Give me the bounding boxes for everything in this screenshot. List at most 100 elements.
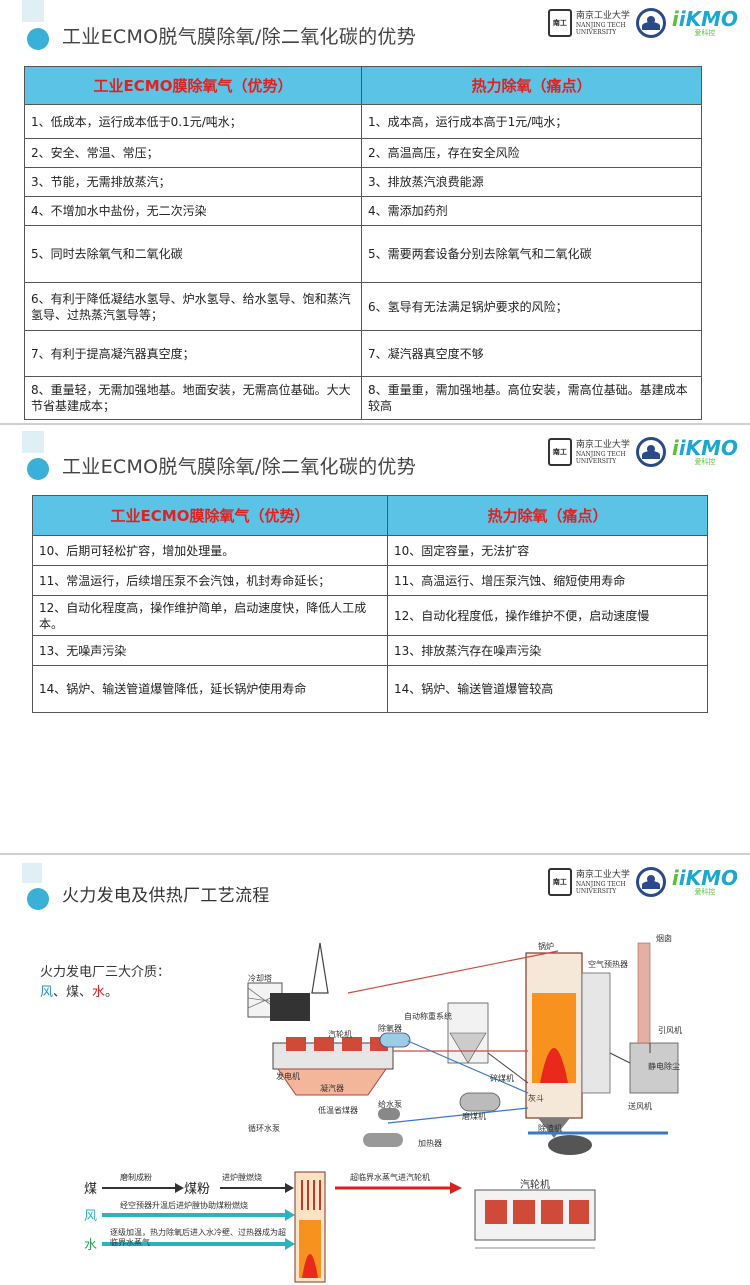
- cell-painpoint: 8、重量重，需加强地基。高位安装，需高位基础。基建成本较高: [361, 376, 702, 420]
- cell-advantage: 6、有利于降低凝结水氢导、炉水氢导、给水氢导、饱和蒸汽氢导、过热蒸汽氢导等；: [24, 282, 362, 331]
- diagram-label: 自动称重系统: [404, 1012, 452, 1021]
- ikmo-logo: iiKMO 爱科控: [671, 7, 738, 37]
- plant-diagram-svg: [247, 942, 679, 1155]
- cell-advantage: 12、自动化程度高，操作维护简单，启动速度快，降低人工成本。: [32, 595, 388, 636]
- title-bullet-dot: [27, 458, 49, 480]
- slag-tank-shape: [548, 1135, 592, 1155]
- flow-wind-label: 风: [84, 1209, 98, 1224]
- diagram-label: 静电除尘: [648, 1062, 680, 1071]
- cell-advantage: 14、锅炉、输送管道爆管降低，延长锅炉使用寿命: [32, 665, 388, 713]
- cell-painpoint: 2、高温高压，存在安全风险: [361, 138, 702, 168]
- precipitator-shape: [629, 1042, 679, 1094]
- cell-advantage: 7、有利于提高凝汽器真空度；: [24, 330, 362, 377]
- plant-process-diagram: 冷却塔 汽轮机 发电机 凝汽器 自动称重系统 磨煤机 除氧器 加热器 引风机 静…: [228, 933, 698, 1163]
- cell-advantage: 5、同时去除氧气和二氧化碳: [24, 225, 362, 283]
- pump-shape: [378, 1108, 400, 1120]
- cell-advantage: 3、节能，无需排放蒸汽；: [24, 167, 362, 197]
- header-advantage: 工业ECMO膜除氧气（优势）: [24, 66, 362, 105]
- flow-tofurnace-label: 进炉膛燃烧: [222, 1173, 262, 1182]
- seal-logo-icon: [635, 437, 666, 467]
- table-row: 10、后期可轻松扩容，增加处理量。10、固定容量，无法扩容: [32, 535, 708, 566]
- table-row: 8、重量轻，无需加强地基。地面安装，无需高位基础。大大节省基建成本；8、重量重，…: [24, 376, 702, 420]
- diagram-label: 送风机: [628, 1102, 652, 1111]
- decor-square: [22, 0, 44, 22]
- title-bullet-dot: [27, 28, 49, 50]
- cell-advantage: 10、后期可轻松扩容，增加处理量。: [32, 535, 388, 566]
- njtech-emblem-icon: 南工: [547, 868, 572, 896]
- diagram-label: 碎煤机: [490, 1074, 514, 1083]
- cell-painpoint: 3、排放蒸汽浪费能源: [361, 167, 702, 197]
- table-row: 2、安全、常温、常压；2、高温高压，存在安全风险: [24, 138, 702, 168]
- header-painpoint: 热力除氧（痛点）: [387, 495, 708, 536]
- diagram-label: 低温省煤器: [318, 1106, 358, 1115]
- header-painpoint: 热力除氧（痛点）: [361, 66, 702, 105]
- comparison-table: 工业ECMO膜除氧气（优势） 热力除氧（痛点） 1、低成本，运行成本低于0.1元…: [24, 66, 702, 420]
- table-row: 11、常温运行，后续增压泵不会汽蚀，机封寿命延长；11、高温运行、增压泵汽蚀、缩…: [32, 565, 708, 596]
- header-advantage: 工业ECMO膜除氧气（优势）: [32, 495, 388, 536]
- diagram-label: 灰斗: [528, 1094, 544, 1103]
- njtech-emblem-icon: 南工: [547, 438, 572, 466]
- diagram-label: 汽轮机: [328, 1030, 352, 1039]
- table-row: 3、节能，无需排放蒸汽；3、排放蒸汽浪费能源: [24, 167, 702, 197]
- diagram-label: 加热器: [418, 1139, 442, 1148]
- cell-advantage: 2、安全、常温、常压；: [24, 138, 362, 168]
- ikmo-logo: iiKMO 爱科控: [671, 866, 738, 896]
- flow-svg: [102, 1171, 596, 1283]
- cell-advantage: 4、不增加水中盐份，无二次污染: [24, 196, 362, 226]
- cell-painpoint: 11、高温运行、增压泵汽蚀、缩短使用寿命: [387, 565, 708, 596]
- flow-water-path-label: 逐级加温，热力除氧后进入水冷壁、过热器成为超临界水蒸气: [110, 1228, 286, 1247]
- flow-turbine-label: 汽轮机: [520, 1180, 550, 1191]
- flow-coal-label: 煤: [84, 1182, 98, 1197]
- decor-square: [22, 863, 42, 883]
- decor-square: [22, 431, 44, 453]
- cell-advantage: 13、无噪声污染: [32, 635, 388, 666]
- cell-painpoint: 12、自动化程度低，操作维护不便，启动速度慢: [387, 595, 708, 636]
- heater-shape: [363, 1133, 403, 1147]
- diagram-label: 烟囱: [656, 934, 672, 943]
- njtech-emblem-icon: 南工: [547, 9, 572, 37]
- diagram-label: 空气预热器: [588, 960, 628, 969]
- table-row: 12、自动化程度高，操作维护简单，启动速度快，降低人工成本。12、自动化程度低，…: [32, 595, 708, 636]
- cell-painpoint: 1、成本高，运行成本高于1元/吨水；: [361, 104, 702, 139]
- condenser-shape: [277, 1068, 387, 1096]
- diagram-label: 循环水泵: [248, 1124, 280, 1133]
- diagram-label: 冷却塔: [248, 974, 272, 983]
- flow-preheat-label: 经空预器升温后进炉膛协助煤粉燃烧: [120, 1201, 248, 1210]
- medium-flow-diagram: 煤 煤粉 风 水 磨制成粉 进炉膛燃烧 经空预器升温后进炉膛协助煤粉燃烧 逐级加…: [80, 1160, 620, 1285]
- flow-water-label: 水: [84, 1238, 98, 1253]
- flow-steam-label: 超临界水蒸气进汽轮机: [350, 1173, 430, 1182]
- chimney-shape: [637, 942, 651, 1044]
- title-bullet-dot: [27, 888, 49, 910]
- cell-painpoint: 13、排放蒸汽存在噪声污染: [387, 635, 708, 666]
- diagram-label: 除氧器: [378, 1024, 402, 1033]
- cell-painpoint: 4、需添加药剂: [361, 196, 702, 226]
- seal-logo-icon: [635, 867, 666, 897]
- seal-logo-icon: [635, 8, 666, 38]
- slide-title: 工业ECMO脱气膜除氧/除二氧化碳的优势: [62, 26, 417, 48]
- cell-painpoint: 5、需要两套设备分别去除氧气和二氧化碳: [361, 225, 702, 283]
- cell-advantage: 11、常温运行，后续增压泵不会汽蚀，机封寿命延长；: [32, 565, 388, 596]
- diagram-label: 凝汽器: [320, 1084, 344, 1093]
- diagram-label: 引风机: [658, 1026, 682, 1035]
- cell-painpoint: 14、锅炉、输送管道爆管较高: [387, 665, 708, 713]
- diagram-label: 磨煤机: [462, 1112, 486, 1121]
- table-row: 6、有利于降低凝结水氢导、炉水氢导、给水氢导、饱和蒸汽氢导、过热蒸汽氢导等；6、…: [24, 282, 702, 331]
- flow-grind-label: 磨制成粉: [120, 1173, 152, 1182]
- table-row: 7、有利于提高凝汽器真空度；7、凝汽器真空度不够: [24, 330, 702, 377]
- cell-painpoint: 6、氢导有无法满足锅炉要求的风险；: [361, 282, 702, 331]
- slide-title: 工业ECMO脱气膜除氧/除二氧化碳的优势: [62, 456, 417, 478]
- three-media-text: 火力发电厂三大介质： 风、煤、水。: [40, 965, 171, 1000]
- comparison-table: 工业ECMO膜除氧气（优势） 热力除氧（痛点） 10、后期可轻松扩容，增加处理量…: [32, 495, 708, 713]
- diagram-label: 锅炉: [538, 942, 554, 951]
